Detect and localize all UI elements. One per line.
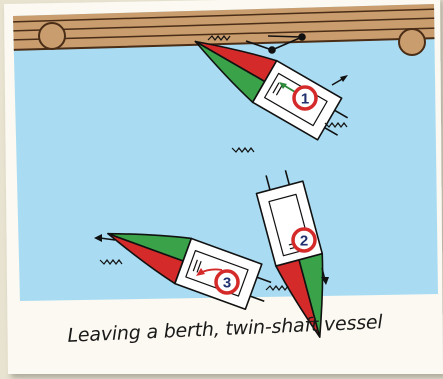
boat-1-shaft-b [324, 126, 339, 136]
mooring-lines [245, 33, 306, 54]
step-1-marker: 1 [292, 85, 318, 111]
bollard-left [38, 22, 66, 50]
bollard-right [398, 28, 426, 56]
boat-2-thrust-arrow [321, 267, 329, 285]
step-3-label: 3 [223, 275, 231, 292]
boat-3-thrust-arrow [94, 234, 116, 242]
boat-1-shaft-a [334, 109, 349, 119]
water-area [13, 4, 438, 301]
boat-2-shaft-a [265, 175, 271, 191]
wake-3a [99, 259, 123, 265]
wake-2 [231, 147, 255, 153]
wake-1b [324, 122, 348, 128]
step-2-label: 2 [300, 233, 308, 250]
step-2-marker: 2 [291, 227, 317, 253]
boat-3-arrow [196, 268, 223, 276]
boat-3-cabin [185, 250, 249, 297]
wake-3b [265, 285, 289, 291]
boat-3-shaft-a [256, 276, 272, 284]
step-3-marker: 3 [214, 269, 240, 295]
boat-3-shaft-b [249, 295, 265, 302]
boat-1-thrust-arrow [331, 75, 348, 86]
boat-2-cabin [268, 193, 312, 257]
boat-2-shaft-b [284, 170, 291, 185]
wake-1a [207, 35, 231, 41]
step-1-label: 1 [301, 91, 309, 108]
